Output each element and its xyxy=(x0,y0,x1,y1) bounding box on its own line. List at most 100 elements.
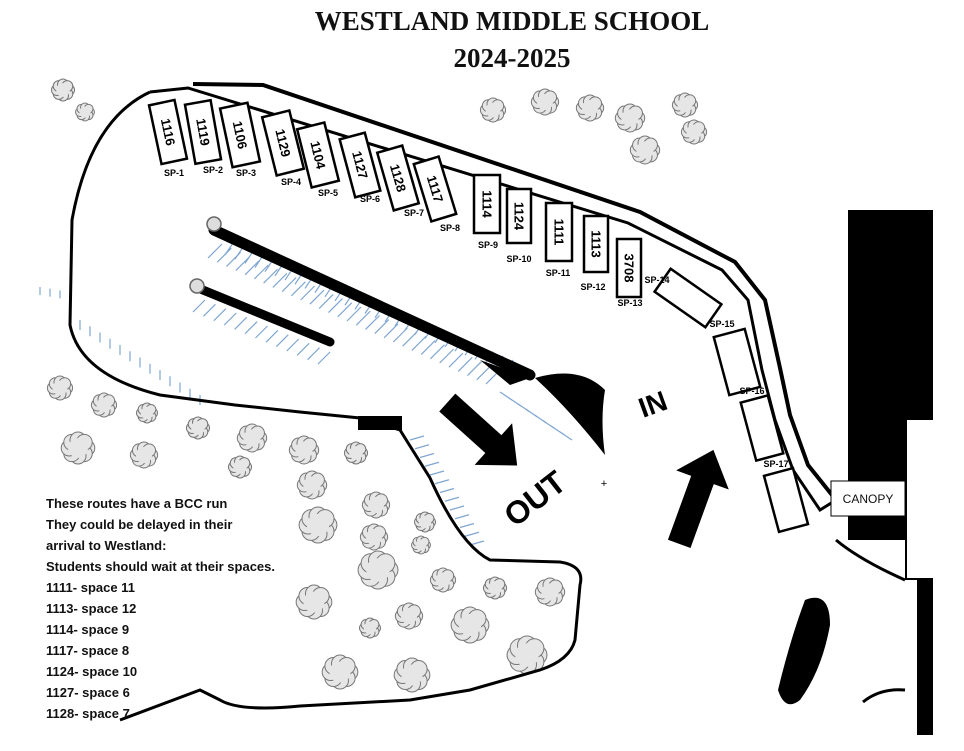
route-number: 1113 xyxy=(589,230,604,258)
bus-space: 1129 xyxy=(260,108,306,178)
lower-island xyxy=(778,597,830,705)
bus-spaces: 1116SP-11119SP-21106SP-31129SP-41104SP-5… xyxy=(147,98,810,534)
bus-space xyxy=(652,267,724,329)
shrub-icon xyxy=(227,455,253,479)
shrub-icon xyxy=(90,392,118,418)
island-bar-upper xyxy=(208,224,536,381)
space-label: SP-10 xyxy=(506,254,531,264)
hatch-mark xyxy=(476,365,492,381)
shrub-icon xyxy=(479,97,507,123)
shrub-icon xyxy=(629,135,661,165)
bus-space: 1117 xyxy=(412,154,458,224)
hatch-mark xyxy=(434,479,450,485)
space-label: SP-17 xyxy=(763,459,788,469)
hatch-mark xyxy=(374,319,390,335)
route-number: 1124 xyxy=(512,202,527,231)
hatch-mark xyxy=(328,298,343,314)
route-number: 1114 xyxy=(480,190,495,218)
shrub-icon xyxy=(295,584,333,620)
hatch-mark xyxy=(449,505,465,511)
bus-space xyxy=(762,466,810,534)
shrub-icon xyxy=(288,435,320,465)
hatch-mark xyxy=(365,314,380,330)
hatch-mark xyxy=(383,323,399,339)
shrub-icon xyxy=(429,567,457,593)
bus-space: 1127 xyxy=(338,131,382,199)
bus-space-box xyxy=(183,98,223,166)
bus-space: 3708 xyxy=(615,237,643,299)
right-road-lower xyxy=(862,688,906,704)
shrub-icon xyxy=(680,119,708,145)
route-assignment: 1117- space 8 xyxy=(46,643,130,658)
lot-outline xyxy=(68,90,583,722)
hatch-mark xyxy=(234,246,244,260)
hatch-mark xyxy=(464,531,480,537)
space-label: SP-3 xyxy=(236,168,256,178)
shrub-icon xyxy=(321,654,359,690)
bus-space-box xyxy=(739,393,785,463)
hatch-mark xyxy=(265,329,279,343)
hatch-mark xyxy=(346,306,362,322)
road-inner-edge xyxy=(149,86,837,513)
space-label: SP-4 xyxy=(281,177,301,187)
hatch-mark xyxy=(411,335,427,351)
route-number: 3708 xyxy=(622,254,637,283)
bus-space-box xyxy=(582,214,610,274)
hatch-mark xyxy=(402,331,418,347)
hatch-mark xyxy=(216,247,232,263)
shrub-icon xyxy=(482,576,508,600)
hatch-mark xyxy=(424,461,440,467)
space-label: SP-13 xyxy=(617,298,642,308)
hatch-mark xyxy=(224,242,234,256)
route-assignment: 1127- space 6 xyxy=(46,685,130,700)
hatch-mark xyxy=(420,340,436,356)
space-label: SP-2 xyxy=(203,165,223,175)
hatch-mark xyxy=(244,251,254,264)
note-line: Students should wait at their spaces. xyxy=(46,559,275,574)
route-assignment: 1114- space 9 xyxy=(46,622,130,637)
bus-space: 1106 xyxy=(218,101,262,169)
shrub-icon xyxy=(411,535,431,555)
shrub-icon xyxy=(296,470,328,500)
bus-space-box xyxy=(375,144,421,212)
route-number: 1111 xyxy=(552,219,567,246)
bus-space-box xyxy=(218,101,262,169)
island-bar-lower xyxy=(193,283,335,347)
hatch-mark xyxy=(202,303,216,317)
hatch-mark xyxy=(409,435,425,441)
shrub-icon xyxy=(129,441,159,469)
hatch-mark xyxy=(296,342,310,356)
hatch-mark xyxy=(444,496,460,502)
arrow-out-icon xyxy=(439,393,518,466)
route-number: 1129 xyxy=(272,128,293,159)
shrub-icon xyxy=(298,506,338,544)
hatch-mark xyxy=(234,316,248,330)
page-title: WESTLAND MIDDLE SCHOOL xyxy=(314,6,710,36)
bus-space-box xyxy=(712,327,762,397)
road-outer-edge xyxy=(192,82,838,502)
space-label: SP-5 xyxy=(318,188,338,198)
bus-space: 1124 xyxy=(505,187,533,245)
space-label: SP-15 xyxy=(709,319,734,329)
hatch-mark xyxy=(419,452,435,459)
hatch-mark xyxy=(454,514,470,520)
curb-hatching xyxy=(39,242,573,546)
route-assignment: 1128- space 7 xyxy=(46,706,130,721)
hatch-mark xyxy=(309,289,325,305)
bollard-icon xyxy=(189,278,205,294)
hatch-mark xyxy=(307,347,321,361)
bollard-icon xyxy=(206,216,222,232)
bus-space-box xyxy=(260,108,306,178)
shrub-icon xyxy=(75,102,95,122)
hatch-mark xyxy=(337,302,353,318)
hatch-mark xyxy=(318,293,334,309)
school-year: 2024-2025 xyxy=(453,43,571,73)
hatch-mark xyxy=(429,344,445,360)
hatch-mark xyxy=(263,268,279,284)
shrub-icon xyxy=(357,550,399,590)
route-assignment: 1124- space 10 xyxy=(46,664,138,679)
median-tip xyxy=(480,360,530,385)
canopy-label: CANOPY xyxy=(843,492,894,506)
route-number: 1127 xyxy=(349,149,371,180)
